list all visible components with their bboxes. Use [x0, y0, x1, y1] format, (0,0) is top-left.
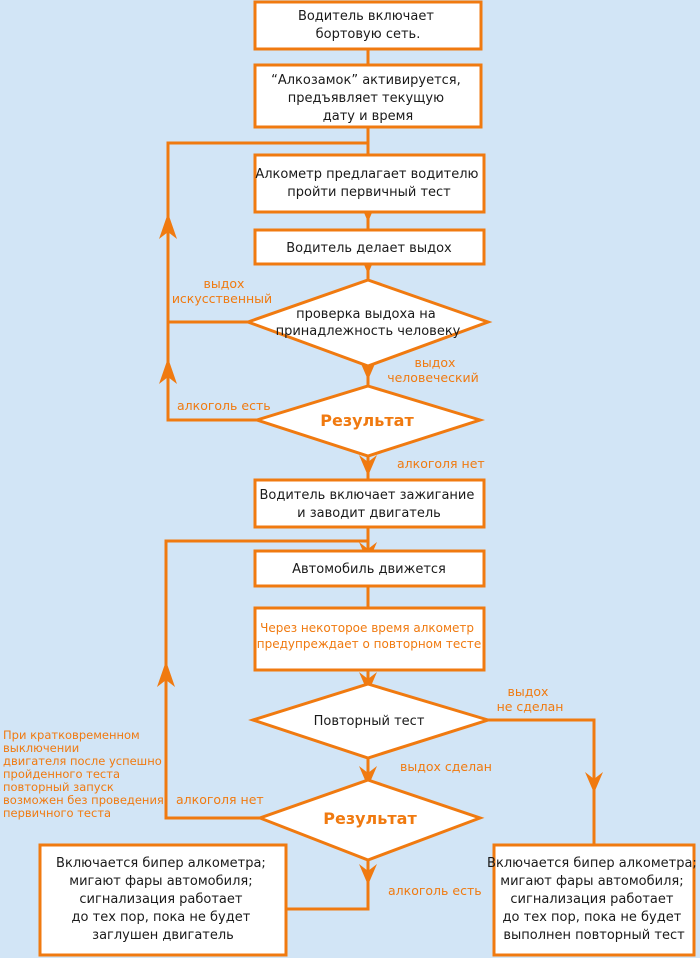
diamond-result-2 [255, 778, 485, 862]
label-alcohol-present-2: алкоголь есть [388, 883, 482, 898]
text-driver-exhales: Водитель делает выдох [286, 241, 452, 256]
box-alarm-until-engine-off [38, 843, 288, 957]
text-ignition: Водитель включает зажигание и заводит дв… [259, 488, 478, 521]
text-retest-warning: Через некоторое время алкометр предупреж… [257, 621, 482, 651]
label-no-alcohol-2: алкоголя нет [176, 792, 264, 807]
label-no-alcohol-1: алкоголя нет [397, 456, 485, 471]
arrowhead-up [159, 358, 177, 384]
text-result-2: Результат [323, 809, 417, 828]
label-alcohol-present-1: алкоголь есть [177, 398, 271, 413]
text-result-1: Результат [320, 411, 414, 430]
text-repeat-test: Повторный тест [314, 714, 425, 729]
diamond-human-check [243, 278, 493, 368]
arrowhead [359, 864, 377, 885]
text-alarm-until-engine-off: Включается бипер алкометра; мигают фары … [56, 856, 270, 943]
loop-alcohol-present [166, 322, 257, 422]
arrowhead [359, 455, 377, 476]
arrowhead [359, 766, 377, 787]
text-human-check: проверка выдоха на принадлежность челове… [276, 307, 461, 339]
label-artificial-exhale: выдох искусственный [172, 276, 272, 306]
text-alarm-until-retest: Включается бипер алкометра; мигают фары … [487, 856, 700, 943]
box-ignition [253, 478, 486, 529]
label-exhale-done: выдох сделан [400, 759, 492, 774]
label-exhale-not-done: выдох не сделан [497, 684, 564, 714]
side-note: При кратковременном выключении двигателя… [3, 728, 168, 820]
decision-diamonds [243, 278, 494, 862]
diamond-repeat-test [248, 682, 494, 760]
box-primary-test-offer [253, 153, 486, 214]
diamond-result-1 [252, 384, 486, 458]
branch-exhale-not-done [488, 718, 596, 845]
loop-artificial-exhale [166, 141, 368, 324]
process-boxes [38, 0, 696, 957]
box-alcolock-activates [253, 63, 483, 129]
text-power-on: Водитель включает бортовую сеть. [298, 9, 438, 42]
text-primary-test-offer: Алкометр предлагает водителю пройти перв… [255, 167, 482, 200]
arrowhead-up [157, 661, 175, 687]
arrowhead [585, 772, 603, 793]
text-alcolock-activates: “Алкозамок” активируется, предъявляет те… [271, 73, 465, 124]
box-power-on [253, 0, 483, 51]
box-retest-warning [253, 606, 486, 672]
box-car-moves [253, 549, 486, 588]
box-driver-exhales [253, 228, 486, 266]
text-car-moves: Автомобиль движется [292, 562, 446, 577]
branch-alcohol-present [286, 860, 370, 911]
label-human-exhale: выдох человеческий [387, 355, 479, 385]
arrowhead-up [159, 213, 177, 239]
box-alarm-until-retest [492, 843, 696, 957]
